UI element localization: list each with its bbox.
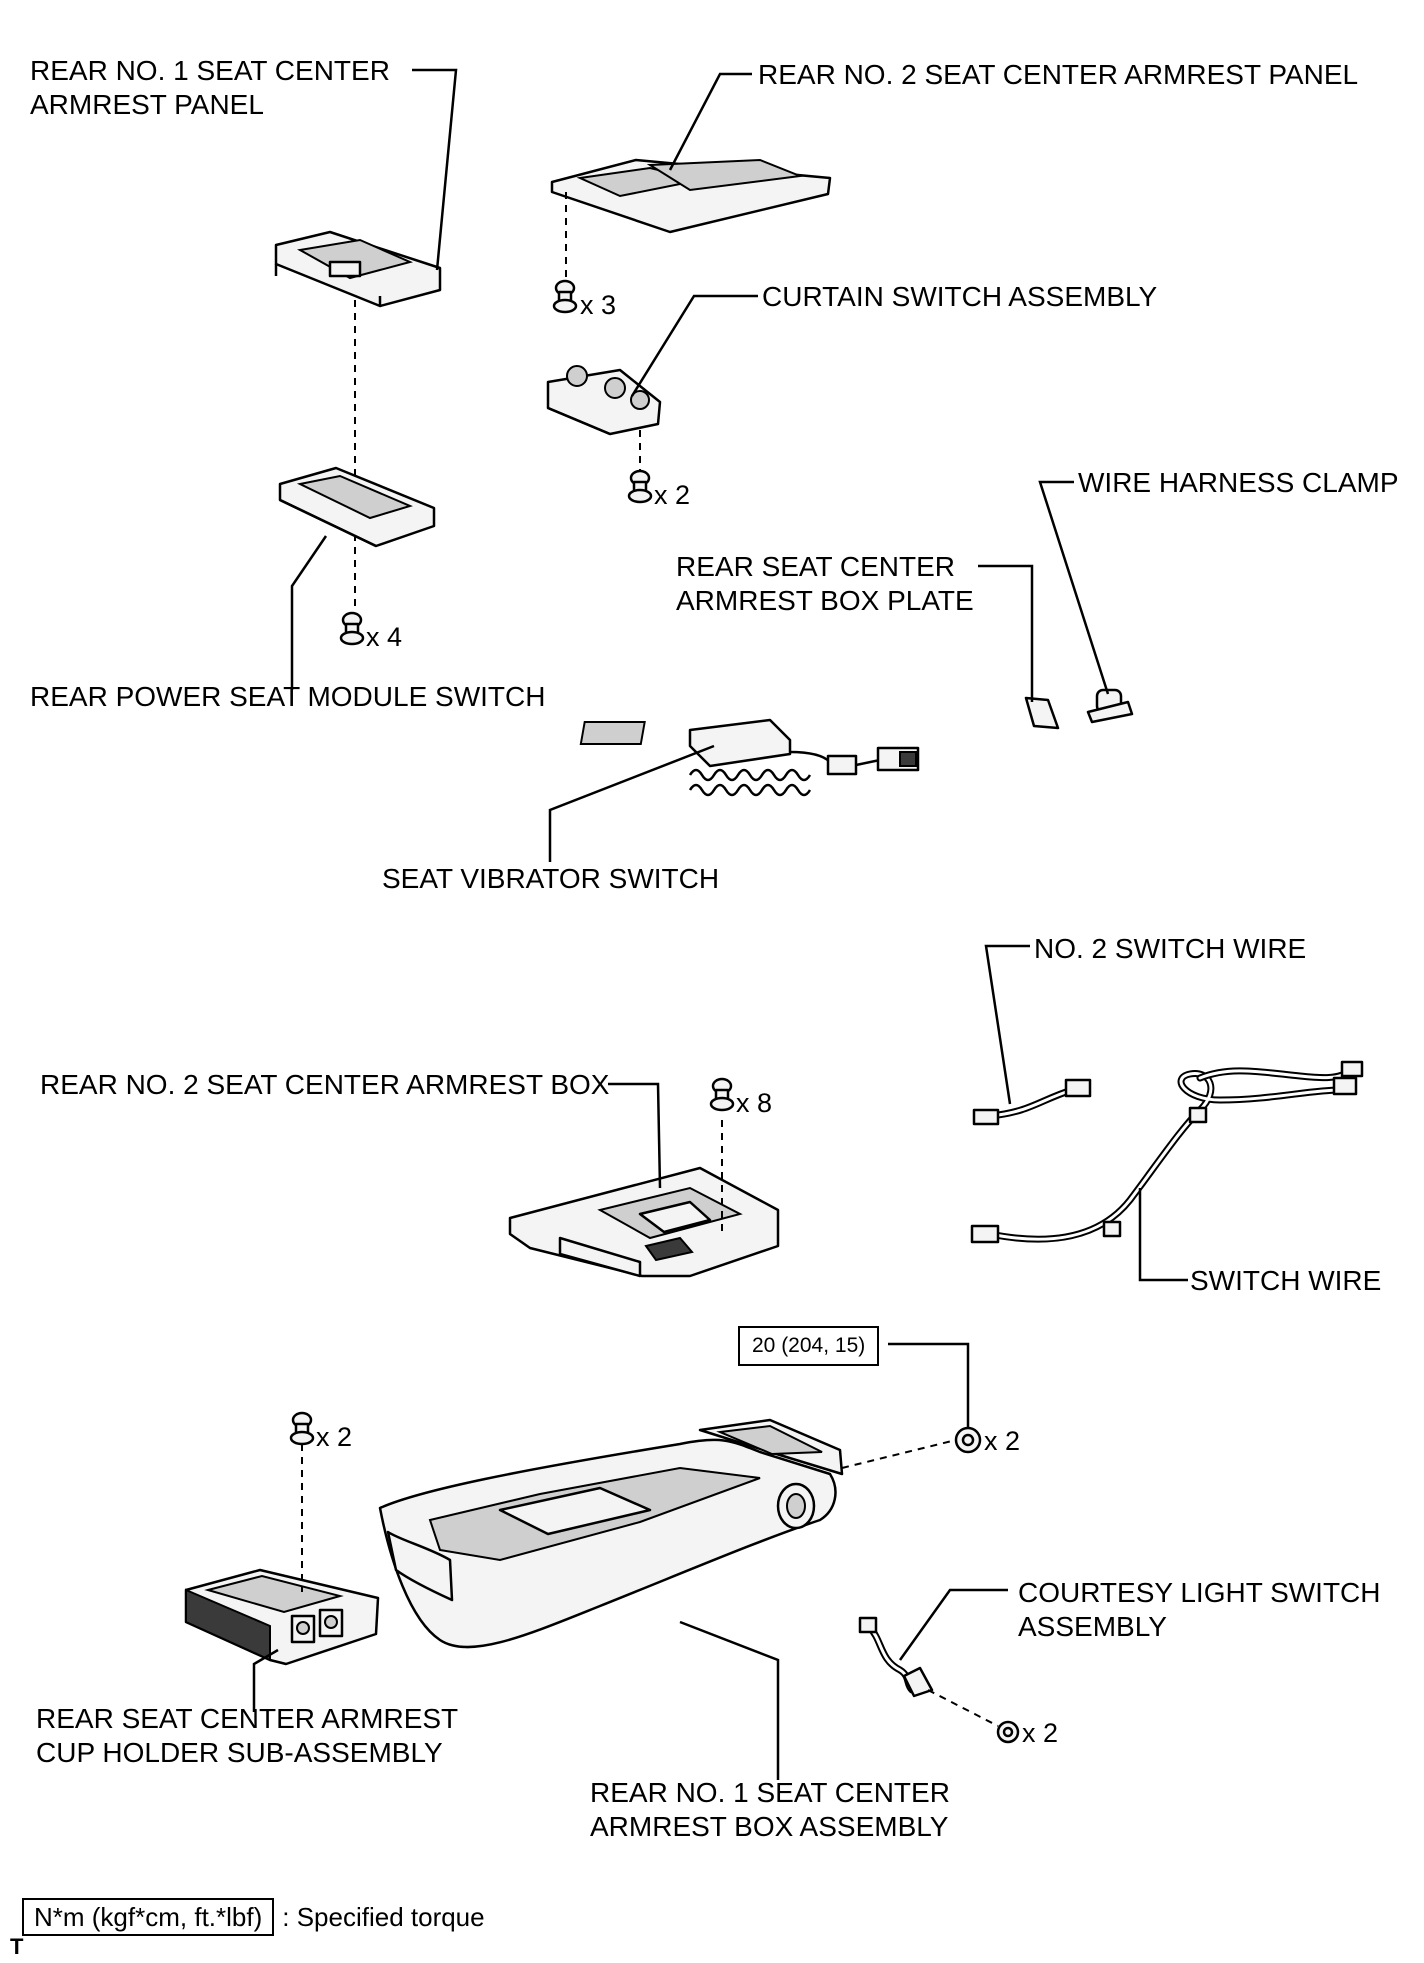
switch-wire-leader: [1138, 1188, 1188, 1282]
wire-harness-clamp-part: [1086, 688, 1134, 724]
courtesy-screw-qty: x 2: [1022, 1718, 1059, 1748]
courtesy-switch-label: COURTESY LIGHT SWITCH ASSEMBLY: [1018, 1577, 1381, 1642]
no1-box-leader: [679, 1620, 780, 1780]
legend-unit-box: N*m (kgf*cm, ft.*lbf): [22, 1898, 275, 1936]
cup-holder-leader: [252, 1648, 279, 1712]
nut-qty: x 2: [984, 1426, 1021, 1456]
screw-icon: [709, 1077, 735, 1112]
torque-leader: [888, 1342, 970, 1428]
vibrator-switch-part: [579, 718, 920, 797]
no2-switch-wire-part: [972, 1078, 1092, 1126]
panel2-screw-qty: x 3: [580, 290, 617, 320]
cup-screw-qty: x 2: [316, 1422, 353, 1452]
clamp-leader: [1038, 480, 1110, 695]
screw-icon: [627, 469, 653, 504]
nut-icon: [954, 1426, 982, 1454]
box-plate-part: [1024, 696, 1060, 730]
no1-armrest-box-label: REAR NO. 1 SEAT CENTER ARMREST BOX ASSEM…: [590, 1777, 950, 1842]
screw-icon: [289, 1411, 315, 1446]
cup-holder-part: [184, 1568, 380, 1666]
curtain-switch-label: CURTAIN SWITCH ASSEMBLY: [762, 281, 1158, 312]
courtesy-screw-dashline: [927, 1689, 999, 1727]
courtesy-switch-part: [858, 1616, 934, 1698]
legend-text: : Specified torque: [282, 1901, 485, 1932]
switch-wire-label: SWITCH WIRE: [1190, 1265, 1382, 1296]
rear-no2-panel-leader: [668, 72, 752, 171]
curtain-switch-part: [546, 365, 662, 436]
corner-code: T: [10, 1934, 24, 1959]
rear-no1-panel-leader: [412, 68, 458, 271]
rear-no1-panel-part: [274, 230, 442, 308]
rear-no1-panel-label: REAR NO. 1 SEAT CENTER ARMREST PANEL: [30, 55, 390, 120]
wire-harness-clamp-label: WIRE HARNESS CLAMP: [1078, 467, 1399, 498]
screw-icon: [996, 1720, 1020, 1744]
torque-spec-box: 20 (204, 15): [738, 1326, 880, 1366]
legend: N*m (kgf*cm, ft.*lbf) : Specified torque: [22, 1898, 485, 1936]
no2-switch-wire-leader: [984, 944, 1030, 1105]
power-seat-switch-label: REAR POWER SEAT MODULE SWITCH: [30, 681, 546, 712]
screw-icon: [339, 611, 365, 646]
box-plate-label: REAR SEAT CENTER ARMREST BOX PLATE: [676, 551, 974, 616]
no2-armrest-box-label: REAR NO. 2 SEAT CENTER ARMREST BOX: [40, 1069, 610, 1100]
no2-box-leader: [608, 1082, 662, 1189]
switch-wire-part: [970, 1060, 1364, 1244]
box2-screw-qty: x 8: [736, 1088, 773, 1118]
curtain-switch-leader: [630, 294, 758, 397]
no2-armrest-box-part: [508, 1166, 780, 1278]
rear-no2-panel-part: [550, 158, 832, 234]
vibrator-leader: [548, 744, 715, 862]
power-seat-leader: [290, 535, 328, 690]
no2-switch-wire-label: NO. 2 SWITCH WIRE: [1034, 933, 1307, 964]
nut-dashline: [841, 1439, 957, 1469]
module-screw-qty: x 4: [366, 622, 403, 652]
vibrator-switch-label: SEAT VIBRATOR SWITCH: [382, 863, 720, 894]
curtain-screw-qty: x 2: [654, 480, 691, 510]
no1-armrest-box-part: [378, 1418, 844, 1649]
screw-icon: [552, 279, 578, 314]
rear-no2-panel-label: REAR NO. 2 SEAT CENTER ARMREST PANEL: [758, 59, 1359, 90]
courtesy-leader: [898, 1588, 1008, 1661]
power-seat-module-part: [278, 466, 436, 548]
cup-holder-label: REAR SEAT CENTER ARMREST CUP HOLDER SUB-…: [36, 1703, 459, 1768]
box-plate-leader: [978, 564, 1034, 702]
